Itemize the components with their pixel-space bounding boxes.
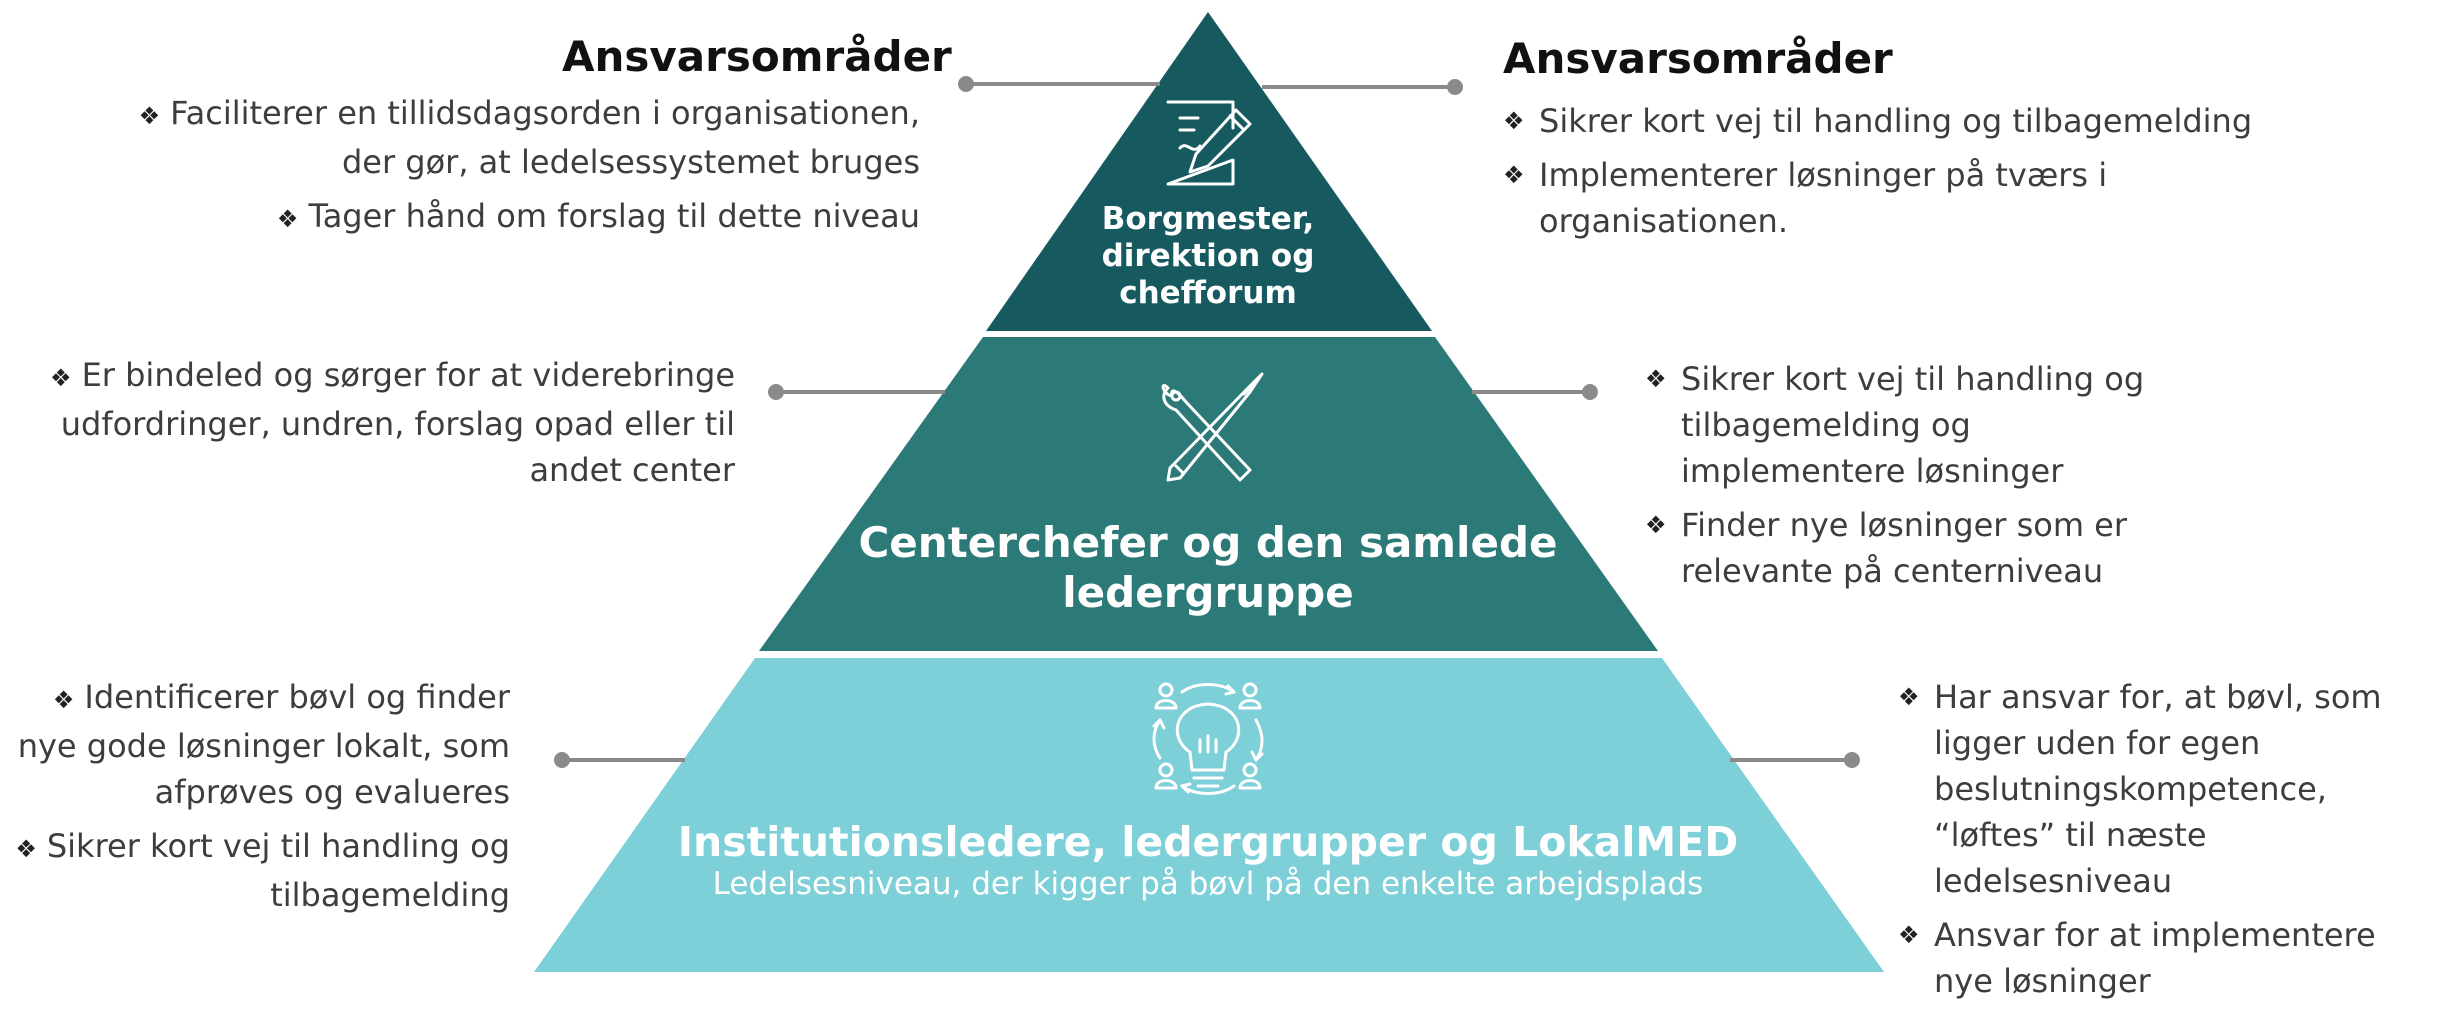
list-item: ❖Sikrer kort vej til handling og tilbage… <box>1503 98 2263 144</box>
diamond-bullet-icon: ❖ <box>1503 107 1525 135</box>
connector-top-right <box>1262 79 1463 95</box>
pyramid-tier-middle <box>759 337 1658 651</box>
list-item: ❖Ansvar for at implementere nye løsninge… <box>1898 912 2438 1004</box>
wrench-pencil-icon <box>1161 372 1264 482</box>
top-right-bullet-list: ❖Sikrer kort vej til handling og tilbage… <box>1503 98 2263 252</box>
pyramid-tier-bottom <box>534 658 1884 972</box>
connector-mid-right <box>1472 384 1598 400</box>
list-item: ❖Er bindeled og sørger for at viderebrin… <box>50 356 735 489</box>
tier-bottom-subtitle: Ledelsesniveau, der kigger på bøvl på de… <box>712 866 1704 902</box>
list-item: ❖Har ansvar for, at bøvl, som ligger ude… <box>1898 674 2438 904</box>
list-item: ❖Implementerer løsninger på tværs i orga… <box>1503 152 2263 244</box>
pyramid-diagram <box>534 12 1884 972</box>
diamond-bullet-icon: ❖ <box>1898 921 1920 949</box>
diamond-bullet-icon: ❖ <box>276 205 299 233</box>
bottom-left-bullet-list: ❖Identificerer bøvl og finder nye gode l… <box>10 674 510 926</box>
diamond-bullet-icon: ❖ <box>138 102 161 130</box>
diamond-bullet-icon: ❖ <box>50 364 72 392</box>
bottom-right-bullet-list: ❖Har ansvar for, at bøvl, som ligger ude… <box>1898 674 2438 1012</box>
diamond-bullet-icon: ❖ <box>1898 683 1920 711</box>
list-item: ❖Finder nye løsninger som er relevante p… <box>1645 502 2145 594</box>
diamond-bullet-icon: ❖ <box>1645 511 1667 539</box>
diamond-bullet-icon: ❖ <box>52 686 75 714</box>
document-pen-icon <box>1166 100 1252 186</box>
diamond-bullet-icon: ❖ <box>15 835 37 863</box>
diamond-bullet-icon: ❖ <box>1503 161 1525 189</box>
list-item: ❖Tager hånd om forslag til dette niveau <box>276 197 920 235</box>
list-item: ❖Sikrer kort vej til handling og tilbage… <box>15 827 510 914</box>
tier-bottom-title: Institutionsledere, ledergrupper og Loka… <box>677 818 1739 866</box>
top-right-heading: Ansvarsområder <box>1503 34 1893 83</box>
top-left-bullet-list: ❖Faciliterer en tillidsdagsorden i organ… <box>130 90 920 250</box>
top-left-heading: Ansvarsområder <box>562 32 952 81</box>
connector-bottom-left <box>554 752 685 768</box>
list-item: ❖Identificerer bøvl og finder nye gode l… <box>17 678 510 811</box>
list-item: ❖Faciliterer en tillidsdagsorden i organ… <box>138 94 920 181</box>
tier-top-title: Borgmester, direktion og chefforum <box>1101 201 1315 312</box>
pyramid-tier-top <box>986 12 1432 331</box>
middle-right-bullet-list: ❖Sikrer kort vej til handling og tilbage… <box>1645 356 2145 602</box>
connector-top-left <box>958 76 1160 92</box>
lightbulb-people-icon <box>1152 682 1264 795</box>
connector-bottom-right <box>1730 752 1860 768</box>
tier-middle-title: Centerchefer og den samlede ledergruppe <box>858 518 1558 618</box>
list-item: ❖Sikrer kort vej til handling og tilbage… <box>1645 356 2145 494</box>
diamond-bullet-icon: ❖ <box>1645 365 1667 393</box>
middle-left-bullet-list: ❖Er bindeled og sørger for at viderebrin… <box>40 352 735 501</box>
connector-mid-left <box>768 384 945 400</box>
